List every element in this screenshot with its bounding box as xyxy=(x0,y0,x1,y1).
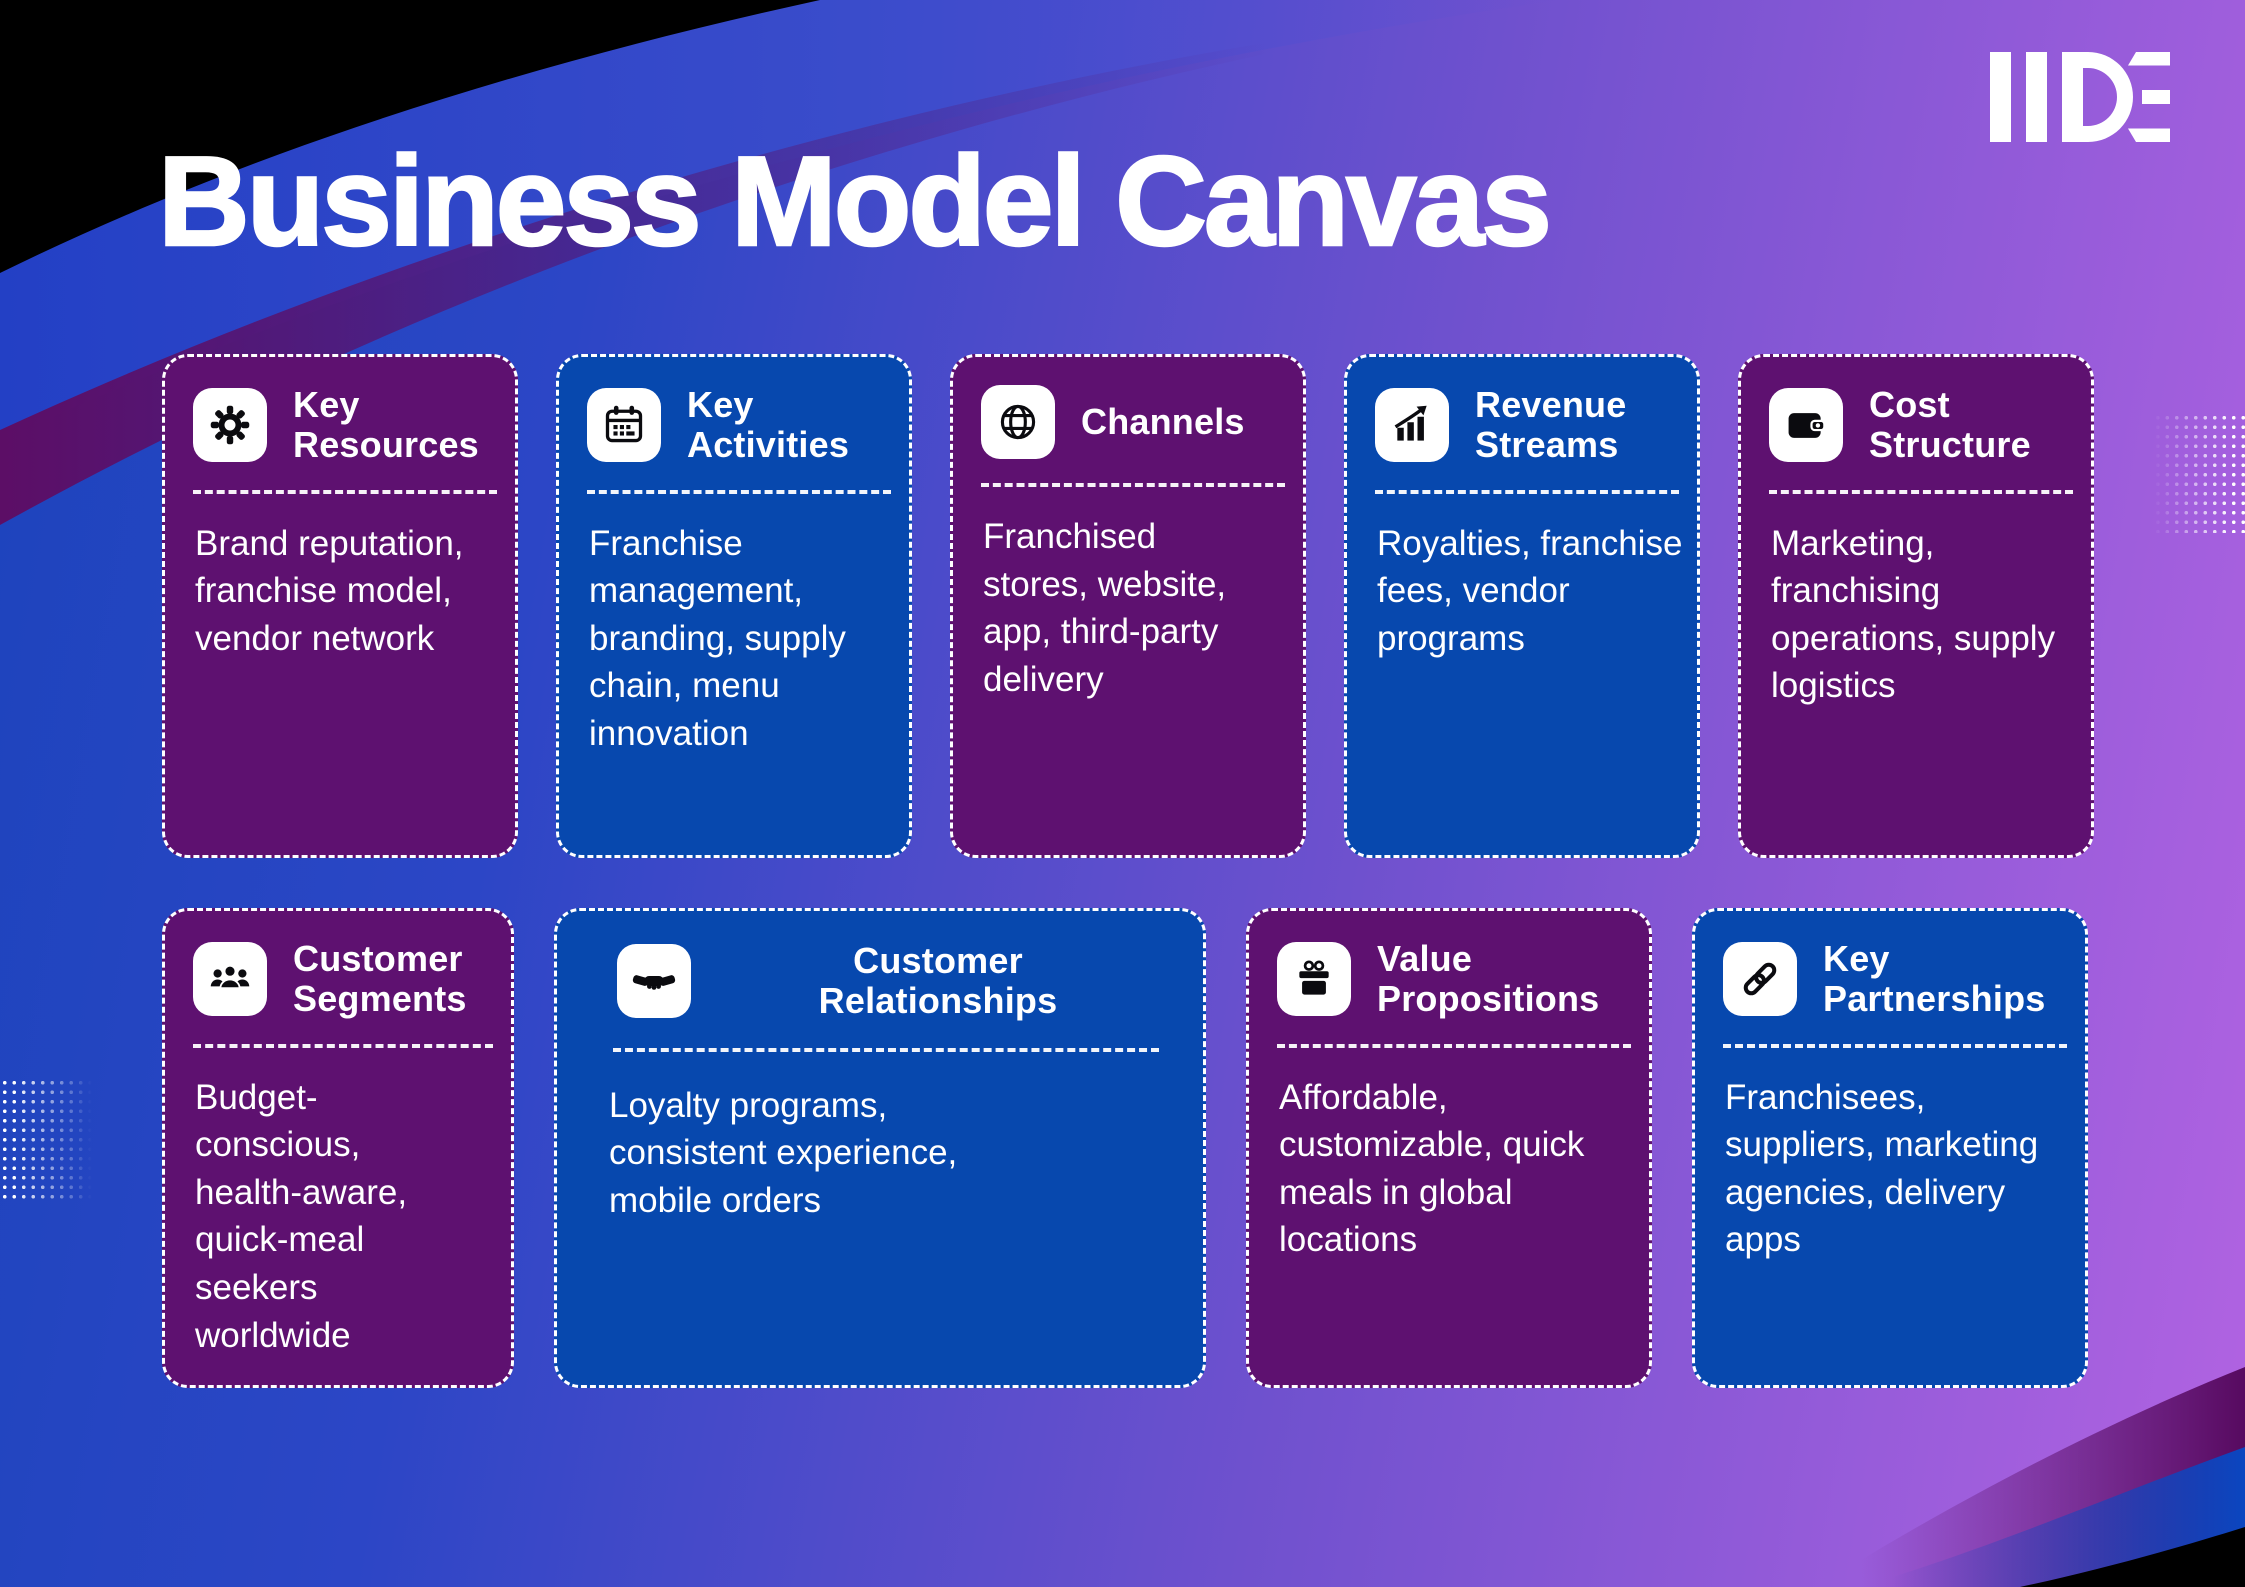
card-title: Key Partnerships xyxy=(1823,938,2046,1020)
card-title-line: Customer xyxy=(853,940,1023,981)
card-customer-relationships: Customer Relationships Loyalty programs,… xyxy=(554,908,1206,1388)
card-header: Revenue Streams xyxy=(1347,357,1697,466)
card-title-line: Relationships xyxy=(818,980,1058,1022)
card-title-line: Key xyxy=(1823,938,1890,979)
dashed-separator xyxy=(587,489,891,494)
card-header: Cost Structure xyxy=(1741,357,2091,466)
card-customer-segments: Customer Segments Budget-conscious, heal… xyxy=(162,908,514,1388)
card-channels: Channels Franchised stores, website, app… xyxy=(950,354,1306,858)
dashed-separator xyxy=(613,1047,1159,1052)
card-title-line: Partnerships xyxy=(1823,978,2046,1020)
dashed-separator xyxy=(1769,489,2073,494)
card-body: Royalties, franchise fees, vendor progra… xyxy=(1377,523,1683,658)
globe-icon xyxy=(981,385,1055,459)
halftone-dots-right xyxy=(2153,413,2245,533)
card-title-line: Resources xyxy=(293,424,479,466)
gear-icon xyxy=(193,388,267,463)
card-title-line: Revenue xyxy=(1475,384,1627,425)
card-title: Cost Structure xyxy=(1869,384,2031,466)
card-header: Customer Segments xyxy=(165,911,511,1020)
dashed-separator xyxy=(193,1043,493,1048)
handshake-icon xyxy=(617,944,691,1019)
card-revenue-streams: Revenue Streams Royalties, franchise fee… xyxy=(1344,354,1700,858)
card-body: Budget-conscious, health-aware, quick-me… xyxy=(195,1077,408,1355)
card-title-line: Segments xyxy=(293,978,467,1020)
card-body: Loyalty programs, consistent experience,… xyxy=(609,1085,958,1220)
card-title: Key Activities xyxy=(687,384,850,466)
card-title-line: Customer xyxy=(293,938,463,979)
card-title: Customer Relationships xyxy=(717,940,1159,1022)
card-title-line: Cost xyxy=(1869,384,1950,425)
dashed-separator xyxy=(1723,1043,2067,1048)
card-body: Franchised stores, website, app, third-p… xyxy=(983,517,1227,699)
card-body: Franchise management, branding, supply c… xyxy=(589,523,846,753)
card-header: Value Propositions xyxy=(1249,911,1649,1020)
card-key-activities: Key Activities Franchise management, bra… xyxy=(556,354,912,858)
gift-icon xyxy=(1277,942,1351,1017)
card-header: Channels xyxy=(953,357,1303,459)
card-key-resources: Key Resources Brand reputation, franchis… xyxy=(162,354,518,858)
dashed-separator xyxy=(1375,489,1679,494)
card-title: Channels xyxy=(1081,400,1245,442)
dashed-separator xyxy=(1277,1043,1631,1048)
card-title: Customer Segments xyxy=(293,938,467,1020)
link-icon xyxy=(1723,942,1797,1017)
card-body: Affordable, customizable, quick meals in… xyxy=(1279,1077,1585,1260)
card-cost-structure: Cost Structure Marketing, franchising op… xyxy=(1738,354,2094,858)
card-title-line: Key xyxy=(687,384,754,425)
users-icon xyxy=(193,942,267,1017)
page-title: Business Model Canvas xyxy=(157,129,1553,274)
card-title-line: Key xyxy=(293,384,360,425)
card-body: Marketing, franchising operations, suppl… xyxy=(1771,523,2056,706)
card-header: Key Resources xyxy=(165,357,515,466)
card-header: Customer Relationships xyxy=(557,911,1203,1022)
dashed-separator xyxy=(981,483,1285,487)
card-body: Franchisees, suppliers, marketing agenci… xyxy=(1725,1077,2039,1260)
card-value-propositions: Value Propositions Affordable, customiza… xyxy=(1246,908,1652,1388)
card-header: Key Partnerships xyxy=(1695,911,2085,1020)
card-title-line: Streams xyxy=(1475,424,1619,466)
calendar-icon xyxy=(587,388,661,463)
card-title-line: Activities xyxy=(687,424,850,466)
card-title-line: Channels xyxy=(1081,400,1245,442)
card-title: Key Resources xyxy=(293,384,479,466)
card-key-partnerships: Key Partnerships Franchisees, suppliers,… xyxy=(1692,908,2088,1388)
card-title-line: Structure xyxy=(1869,424,2031,466)
halftone-dots-left xyxy=(0,1078,92,1200)
card-header: Key Activities xyxy=(559,357,909,466)
card-body: Brand reputation, franchise model, vendo… xyxy=(195,523,464,658)
growth-chart-icon xyxy=(1375,388,1449,463)
iide-logo xyxy=(1990,52,2170,142)
card-title: Value Propositions xyxy=(1377,938,1600,1020)
card-title-line: Propositions xyxy=(1377,978,1600,1020)
dashed-separator xyxy=(193,489,497,494)
card-title: Revenue Streams xyxy=(1475,384,1627,466)
card-title-line: Value xyxy=(1377,938,1473,979)
wallet-icon xyxy=(1769,388,1843,463)
